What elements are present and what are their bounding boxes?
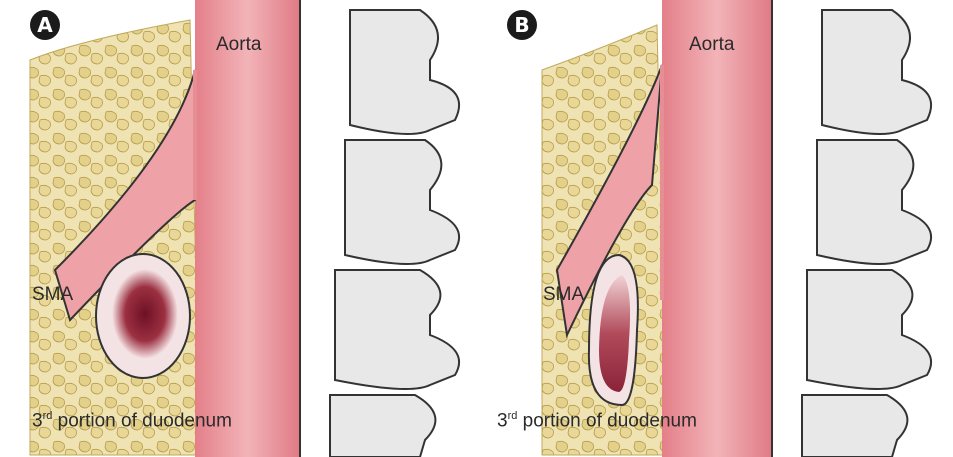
panel-badge: A bbox=[30, 10, 60, 40]
duodenum-label: 3rd portion of duodenum bbox=[497, 410, 697, 432]
anatomy-illustration-a bbox=[0, 0, 476, 457]
panel-b: B Aorta SMA 3rd portion of duodenum bbox=[477, 0, 953, 457]
sma-label: SMA bbox=[543, 284, 584, 306]
duodenum-lumen bbox=[112, 269, 178, 359]
panel-badge: B bbox=[507, 10, 537, 40]
aorta-label: Aorta bbox=[216, 34, 261, 56]
anatomy-illustration-b bbox=[477, 0, 953, 457]
duodenum-ordinal-sup: rd bbox=[43, 410, 53, 422]
duodenum-ordinal-sup: rd bbox=[508, 410, 518, 422]
panel-a: A Aorta SMA 3rd portion of duodenum bbox=[0, 0, 476, 457]
aorta-shape bbox=[195, 0, 300, 457]
spine bbox=[802, 10, 931, 457]
duodenum-label: 3rd portion of duodenum bbox=[32, 410, 232, 432]
duodenum-text: portion of duodenum bbox=[517, 410, 697, 431]
duodenum-ordinal: 3 bbox=[32, 410, 43, 431]
spine bbox=[330, 10, 459, 457]
sma-label: SMA bbox=[32, 284, 73, 306]
duodenum-text: portion of duodenum bbox=[52, 410, 232, 431]
aorta-shape bbox=[662, 0, 772, 457]
duodenum-ordinal: 3 bbox=[497, 410, 508, 431]
aorta-label: Aorta bbox=[689, 34, 734, 56]
